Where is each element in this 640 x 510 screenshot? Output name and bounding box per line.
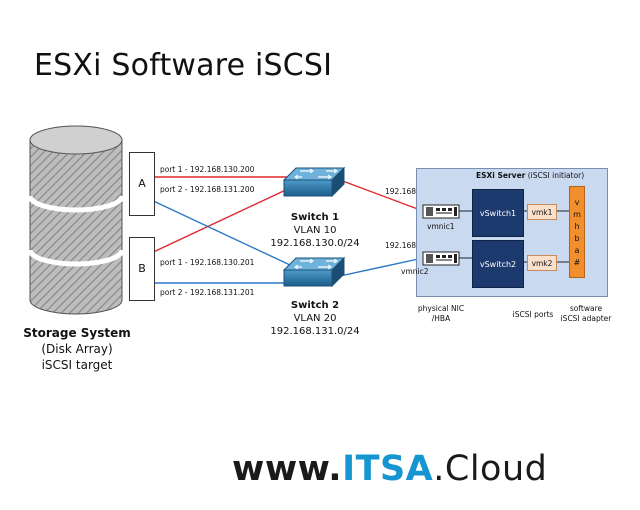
nic2-ip-label: 192.168.131.85 (385, 241, 445, 250)
controller-b-label: B (138, 262, 146, 275)
logo-prefix: www. (232, 449, 343, 489)
vlan10-links (146, 176, 424, 256)
storage-name: Storage System (23, 326, 131, 340)
controller-a-label: A (138, 177, 146, 190)
software-adapter-line1: software (569, 304, 603, 313)
iscsi-ports-label: iSCSI ports (512, 310, 554, 319)
diagram-title: ESXi Software iSCSI (34, 48, 333, 83)
storage-label: Storage System (Disk Array) iSCSI target (22, 325, 132, 373)
esxi-server-title: ESXi Server (iSCSI initiator) (476, 171, 584, 180)
vmhba-letter: v (574, 198, 580, 207)
physical-nic-line1: physical NIC (417, 304, 465, 313)
switch-2-subnet: 192.168.131.0/24 (270, 326, 360, 337)
switch-1-name: Switch 1 (290, 212, 340, 223)
port-a1-label: port 1 - 192.168.130.200 (160, 165, 255, 174)
port-a2-label: port 2 - 192.168.131.200 (160, 185, 255, 194)
vmhba-letter: # (573, 258, 581, 267)
vmhba-letter: b (574, 234, 580, 243)
vswitch2: vSwitch2 (472, 240, 524, 288)
storage-cylinder (27, 125, 125, 315)
software-adapter-label: software iSCSI adapter (556, 304, 616, 324)
switch-2-icon (282, 256, 346, 288)
switch-2-label: Switch 2 VLAN 20 192.168.131.0/24 (268, 299, 362, 338)
vmhba-letter: m (573, 210, 581, 219)
switch-1-icon (282, 166, 346, 198)
controller-a: A (129, 152, 155, 216)
controller-b: B (129, 237, 155, 301)
physical-nic-label: physical NIC /HBA (416, 304, 466, 324)
switch-2-vlan: VLAN 20 (293, 313, 337, 324)
nic1-ip-label: 192.168.130.85 (385, 187, 445, 196)
switch-1-subnet: 192.168.130.0/24 (270, 238, 360, 249)
physical-nic-line2: /HBA (431, 314, 451, 323)
port-b2-label: port 2 - 192.168.131.201 (160, 288, 255, 297)
vmhba-letter: a (574, 246, 580, 255)
switch-2-name: Switch 2 (290, 300, 340, 311)
vmhba-adapter: v m h b a # (569, 186, 585, 278)
nic2-name: vmnic2 (401, 267, 429, 276)
esxi-title-bold: ESXi Server (476, 171, 526, 180)
software-adapter-line2: iSCSI adapter (560, 314, 612, 323)
logo-brand: ITSA (342, 449, 434, 489)
switch-1-vlan: VLAN 10 (293, 225, 337, 236)
logo-suffix: .Cloud (433, 449, 548, 489)
vlan20-links (146, 197, 424, 284)
switch-1-label: Switch 1 VLAN 10 192.168.130.0/24 (268, 211, 362, 250)
vmk1-port: vmk1 (527, 204, 557, 220)
port-b1-label: port 1 - 192.168.130.201 (160, 258, 255, 267)
itsa-cloud-logo[interactable]: www.ITSA.Cloud (232, 449, 547, 489)
storage-role: iSCSI target (41, 358, 113, 372)
nic1-name: vmnic1 (427, 222, 455, 231)
esxi-title-rest: (iSCSI initiator) (525, 171, 585, 180)
vmhba-letter: h (574, 222, 580, 231)
storage-type: (Disk Array) (41, 342, 113, 356)
vmk2-port: vmk2 (527, 255, 557, 271)
vswitch1: vSwitch1 (472, 189, 524, 237)
